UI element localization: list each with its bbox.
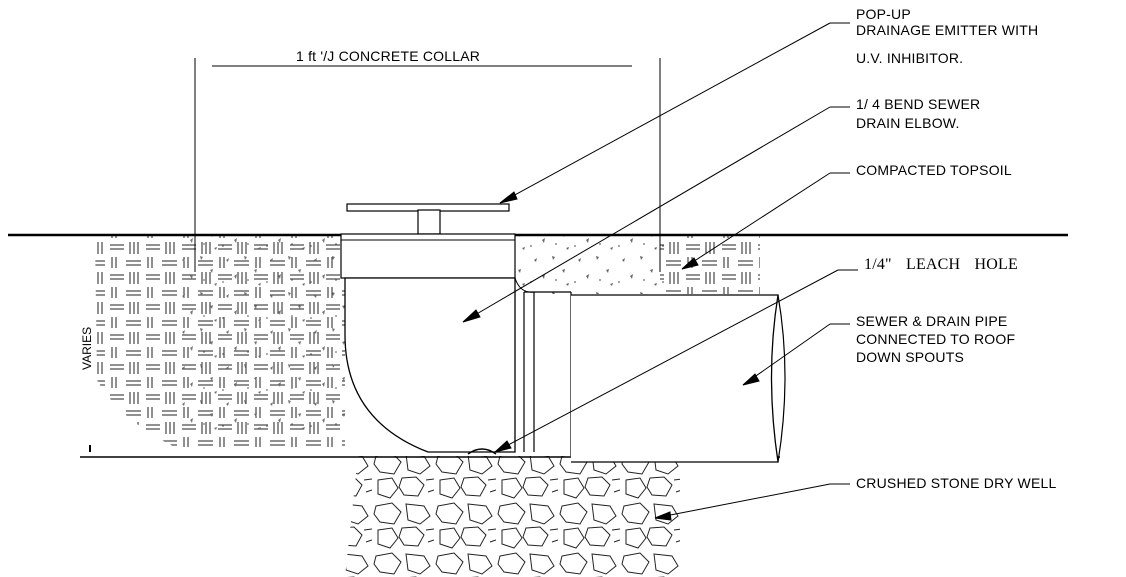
emitter-label: POP-UP DRAINAGE EMITTER WITH U.V. INHIBI… — [856, 6, 1038, 66]
elbow-body — [344, 277, 516, 453]
emitter-label-line1: POP-UP — [856, 6, 911, 22]
leach-hole-label: 1/4" LEACH HOLE — [864, 256, 1018, 273]
collar-speckle — [515, 236, 665, 294]
elbow-hub — [340, 233, 516, 279]
varies-label: VARIES — [80, 326, 94, 370]
right-soil-hatch — [660, 236, 760, 294]
dry-well-label: CRUSHED STONE DRY WELL — [856, 475, 1057, 491]
sewer-pipe — [571, 294, 779, 463]
elbow-label: 1/ 4 BEND SEWER DRAIN ELBOW. — [856, 96, 980, 131]
emitter-label-line2: DRAINAGE EMITTER WITH — [856, 22, 1039, 38]
pipe-label-line1: SEWER & DRAIN PIPE — [856, 313, 1008, 329]
pipe-label-line3: DOWN SPOUTS — [856, 349, 964, 365]
pipe-label-line2: CONNECTED TO ROOF — [856, 331, 1016, 347]
emitter-stem — [417, 209, 441, 235]
elbow-label-line2: DRAIN ELBOW. — [856, 115, 960, 131]
emitter-label-line3: U.V. INHIBITOR. — [856, 50, 964, 66]
topsoil-speckle — [180, 236, 345, 436]
elbow-label-line1: 1/ 4 BEND SEWER — [856, 96, 981, 112]
pipe-label: SEWER & DRAIN PIPE CONNECTED TO ROOF DOW… — [856, 313, 1015, 365]
crushed-stone-hatch — [345, 456, 680, 577]
topsoil-label: COMPACTED TOPSOIL — [856, 162, 1012, 178]
collar-label: 1 ft '/J CONCRETE COLLAR — [296, 48, 481, 64]
